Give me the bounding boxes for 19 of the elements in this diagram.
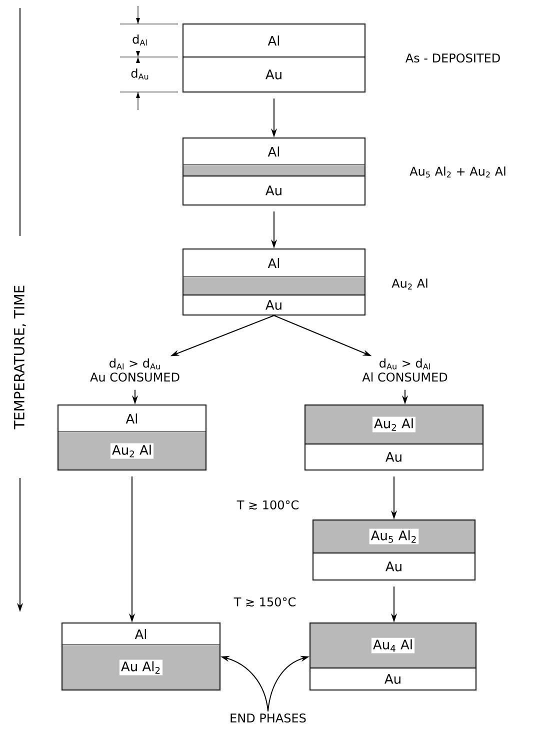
layer-stack: Al Au [182, 248, 366, 316]
layer-stack: Al Au [182, 138, 366, 206]
label: d$_{Al}$ [132, 34, 147, 46]
layer-stack: Al Au Al$_{2}$ [62, 622, 220, 690]
layer-stack: Au$_{2}$ Al Au [304, 404, 484, 470]
layer-stack: Au$_{4}$ Al Au [310, 622, 476, 690]
condition-text: END PHASES [230, 713, 306, 723]
axis-label: TEMPERATURE, TIME [14, 286, 26, 430]
layer-stack: Al Au$_{2}$ Al [58, 404, 206, 470]
layer-stack: Al Au [182, 24, 366, 92]
label: T ≳ 100°C [236, 500, 298, 510]
phase-label: Au$_{2}$ Al [392, 278, 428, 290]
phase-label: Au$_{5}$ Al$_{2}$ + Au$_{2}$ Al [410, 166, 506, 178]
label: d$_{Au}$ [131, 68, 148, 80]
condition-text: d$_{Au}$ > d$_{Al}$ Al CONSUMED [362, 358, 448, 382]
label: T ≳ 150°C [234, 597, 296, 607]
phase-label: As - DEPOSITED [405, 53, 500, 63]
condition-text: d$_{Al}$ > d$_{Au}$ Au CONSUMED [90, 358, 180, 382]
layer-stack: Au$_{5}$ Al$_{2}$ Au [312, 520, 476, 580]
